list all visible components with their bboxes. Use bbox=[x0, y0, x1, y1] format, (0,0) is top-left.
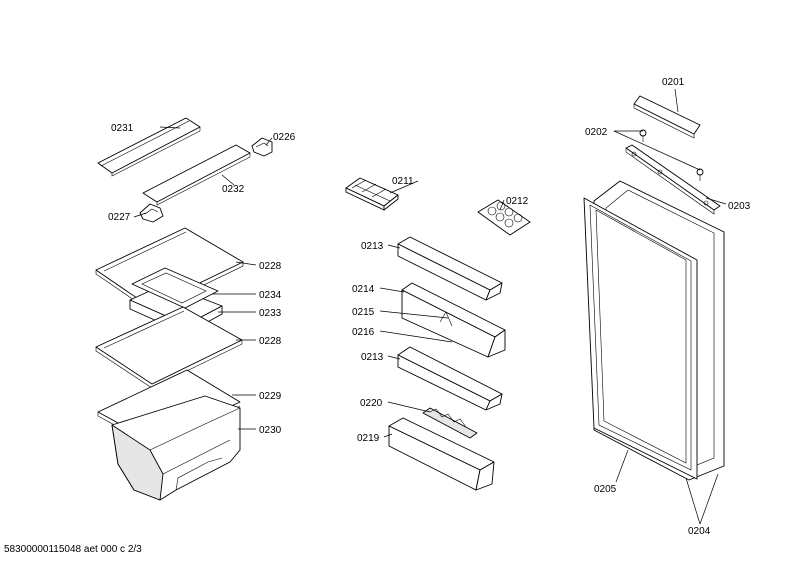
callout-0202: 0202 bbox=[585, 127, 608, 138]
callout-0226: 0226 bbox=[273, 132, 296, 143]
callout-0228-lower: 0228 bbox=[259, 336, 282, 347]
leader-lines bbox=[133, 88, 727, 525]
shelf-0231 bbox=[97, 117, 201, 177]
handle-strip-0201 bbox=[633, 95, 701, 139]
drawer-frame-0234 bbox=[131, 267, 219, 309]
callout-0213-upper: 0213 bbox=[361, 241, 384, 252]
callout-0231: 0231 bbox=[111, 123, 134, 134]
callout-0227: 0227 bbox=[108, 212, 131, 223]
bracket-0226 bbox=[251, 137, 273, 157]
callout-0228-upper: 0228 bbox=[259, 261, 282, 272]
bottle-bin-0219 bbox=[388, 417, 495, 491]
callout-0229: 0229 bbox=[259, 391, 282, 402]
callout-0205: 0205 bbox=[594, 484, 617, 495]
callout-0216: 0216 bbox=[352, 327, 375, 338]
callout-0214: 0214 bbox=[352, 284, 375, 295]
screw-0202-a bbox=[639, 129, 647, 142]
callout-0219: 0219 bbox=[357, 433, 380, 444]
callout-0234: 0234 bbox=[259, 290, 282, 301]
screw-0202-b bbox=[696, 168, 704, 181]
callout-0230: 0230 bbox=[259, 425, 282, 436]
shelf-strip-0232 bbox=[142, 144, 251, 206]
callout-0233: 0233 bbox=[259, 308, 282, 319]
callout-0213-lower: 0213 bbox=[361, 352, 384, 363]
callout-0211: 0211 bbox=[392, 176, 414, 187]
covered-bin-0214 bbox=[401, 282, 506, 358]
callout-0232: 0232 bbox=[222, 184, 245, 195]
callout-0201: 0201 bbox=[662, 77, 685, 88]
callout-0220: 0220 bbox=[360, 398, 383, 409]
callout-0204: 0204 bbox=[688, 526, 711, 537]
callout-0212: 0212 bbox=[506, 196, 529, 207]
crisper-drawer-0230 bbox=[111, 395, 241, 501]
egg-holder-0212 bbox=[477, 199, 531, 236]
door-bin-0213-upper bbox=[397, 236, 503, 301]
callout-0215: 0215 bbox=[352, 307, 375, 318]
document-id: 58300000115048 aet 000 c 2/3 bbox=[4, 544, 142, 555]
hinge-plate-0203 bbox=[625, 144, 721, 215]
door-gasket-0205 bbox=[583, 197, 698, 480]
glass-shelf-0228-lower bbox=[95, 306, 243, 389]
ice-tray-0211 bbox=[345, 177, 399, 211]
callout-0203: 0203 bbox=[728, 201, 751, 212]
door-bin-0213-lower bbox=[397, 346, 503, 411]
divider-0220 bbox=[422, 407, 478, 439]
bracket-0227 bbox=[139, 203, 164, 223]
